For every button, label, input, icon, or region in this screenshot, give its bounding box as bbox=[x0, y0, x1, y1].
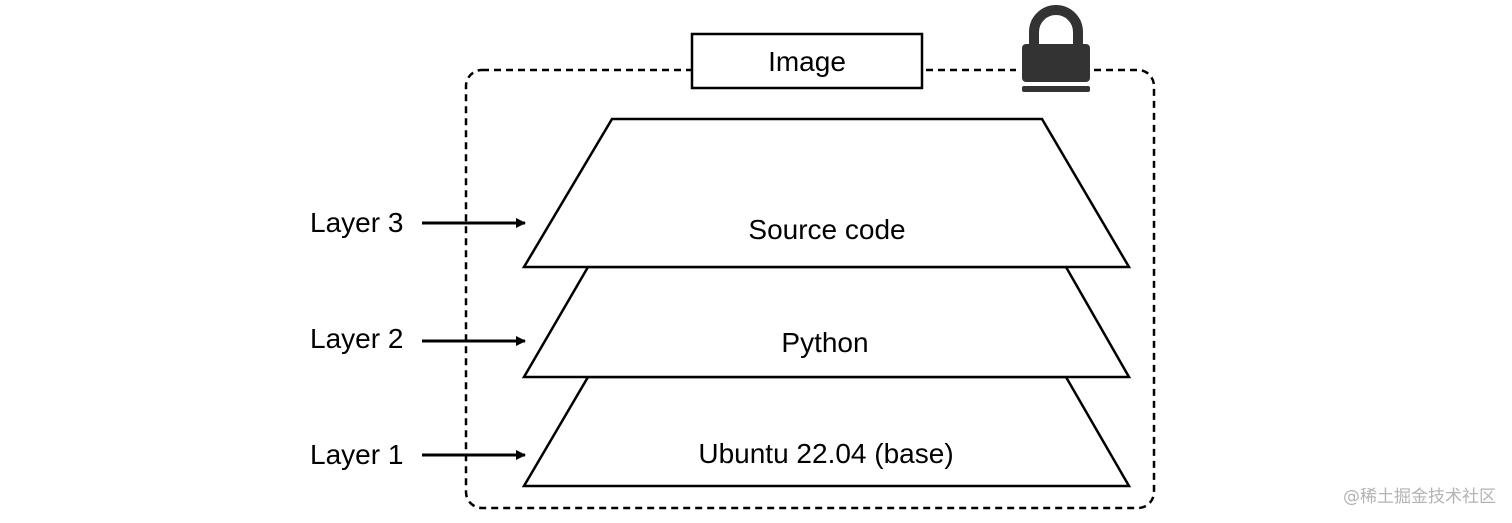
layer-1-content: Ubuntu 22.04 (base) bbox=[698, 438, 953, 469]
layer-3-content: Source code bbox=[748, 214, 905, 245]
layer-2-shape bbox=[521, 265, 1132, 379]
image-title: Image bbox=[768, 46, 846, 77]
layer-3-label: Layer 3 bbox=[310, 207, 403, 238]
image-title-box: Image bbox=[690, 32, 924, 90]
layer-1-label: Layer 1 bbox=[310, 439, 403, 470]
watermark: @稀土掘金技术社区 bbox=[1343, 487, 1496, 507]
layer-3-shape bbox=[521, 117, 1132, 269]
layer-2-label: Layer 2 bbox=[310, 323, 403, 354]
layer-2-content: Python bbox=[781, 327, 868, 358]
layer-1-shape bbox=[521, 375, 1132, 488]
padlock-icon bbox=[1016, 5, 1090, 92]
